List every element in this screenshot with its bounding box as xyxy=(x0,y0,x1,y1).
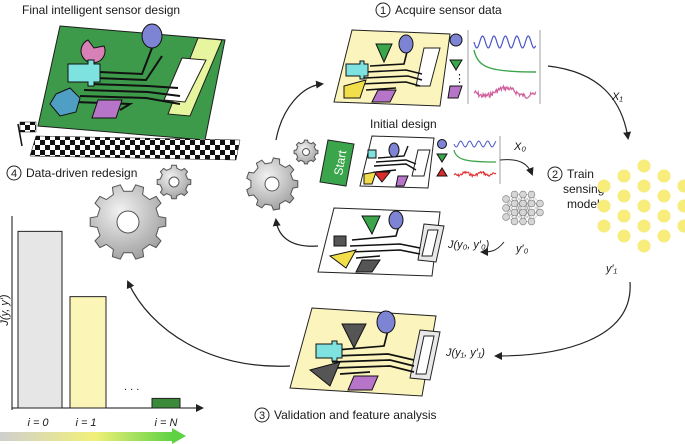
step2-label-line3: model xyxy=(567,197,600,211)
validation-sensor-board xyxy=(289,307,441,397)
train-to-validate-arrow xyxy=(494,281,631,360)
purple-parallelogram-component xyxy=(91,99,123,119)
final-traces xyxy=(73,47,181,111)
x1-symbol: X₁ xyxy=(611,91,623,103)
step2-label-line2: sensing xyxy=(563,182,604,196)
chart-ellipsis: . . . xyxy=(124,381,139,393)
initial-sensor-board xyxy=(359,135,435,189)
blue-circle-component xyxy=(141,23,163,49)
x0-symbol: X₀ xyxy=(513,141,526,153)
large-neural-network xyxy=(597,159,685,253)
svg-text:4: 4 xyxy=(11,168,17,180)
initial-signals xyxy=(436,136,501,184)
flow-arrows xyxy=(126,65,632,367)
bar-label-3: i = N xyxy=(155,417,178,429)
bar-label-2: i = 1 xyxy=(75,417,96,429)
bar-label-1: i = 0 xyxy=(27,417,49,429)
acquired-signals: ⋮ xyxy=(447,30,541,104)
bar-2 xyxy=(69,296,107,409)
step2-number: 2 xyxy=(547,166,563,182)
y1prime-symbol: y′₁ xyxy=(605,263,618,275)
cost-bar-chart: J(y, y′) i = 0 i = 1 i = N . . . xyxy=(0,216,204,429)
final-sensor-board xyxy=(37,23,226,141)
loop-gear-icon xyxy=(246,157,299,211)
y0prime-symbol: y′₀ xyxy=(515,243,529,255)
step3-number: 3 xyxy=(254,407,270,423)
gear-to-acquire-arrow xyxy=(275,80,324,141)
step1-number: 1 xyxy=(375,2,391,18)
iteration-gradient-arrow xyxy=(0,432,172,441)
medium-gear-icon xyxy=(156,164,192,200)
large-nn-nodes xyxy=(597,159,685,253)
cyan-puzzle-component xyxy=(67,59,101,87)
step3-label: Validation and feature analysis xyxy=(274,408,437,422)
large-gear-icon xyxy=(89,184,167,260)
small-neural-network xyxy=(502,190,544,226)
checkered-finish-line xyxy=(29,135,241,161)
j0-loop-arrow xyxy=(272,218,319,247)
step2-label-line1: Train xyxy=(567,167,594,181)
j1-symbol: J(y₁, y′₁) xyxy=(445,347,485,359)
gears-group xyxy=(89,139,319,260)
svg-text:2: 2 xyxy=(552,169,558,181)
step4-number: 4 xyxy=(6,165,22,181)
y0-to-j0-arrow xyxy=(480,241,505,256)
bar-1 xyxy=(17,230,63,409)
final-design-title: Final intelligent sensor design xyxy=(22,3,180,17)
validate-to-redesign-arrow xyxy=(126,280,291,367)
finish-flag-icon xyxy=(17,121,37,147)
small-gear-icon xyxy=(293,139,319,165)
svg-text:3: 3 xyxy=(259,410,265,422)
bar-3 xyxy=(151,397,181,409)
step1-label: Acquire sensor data xyxy=(395,3,502,17)
start-button-graphic: Start xyxy=(319,139,355,187)
j0-symbol: J(y₀, y′₀) xyxy=(447,239,490,251)
svg-text:⋮: ⋮ xyxy=(454,73,465,85)
step4-label: Data-driven redesign xyxy=(26,166,137,180)
acquire-to-train-arrow xyxy=(547,65,632,140)
x0-arrow xyxy=(499,159,534,176)
initial-design-title: Initial design xyxy=(370,117,437,131)
acquire-sensor-board xyxy=(333,29,451,107)
small-nn-nodes xyxy=(502,190,544,226)
svg-text:1: 1 xyxy=(380,5,386,17)
iteration-gradient-arrowhead xyxy=(172,428,186,444)
chart-y-label: J(y, y′) xyxy=(0,294,11,327)
teal-hexagon-component xyxy=(49,87,81,117)
intermediate-sensor-board xyxy=(317,207,445,277)
svg-text:Start: Start xyxy=(331,148,349,176)
